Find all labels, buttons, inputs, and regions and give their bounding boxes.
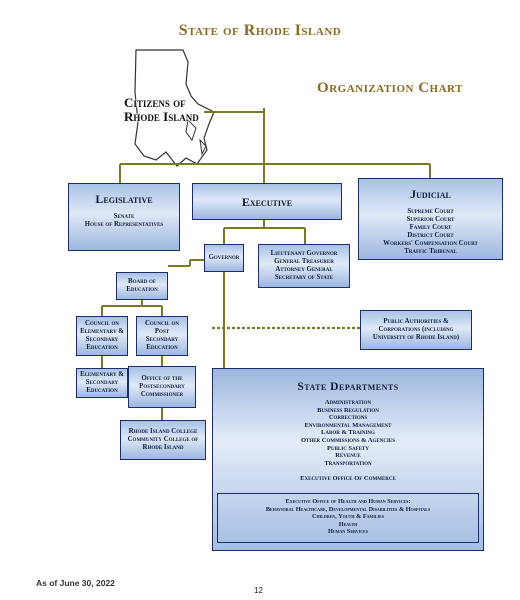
citizens-line-1: Citizens of bbox=[124, 95, 186, 110]
elementary-secondary-education-box: Elementary & Secondary Education bbox=[76, 368, 128, 398]
eohhs-item: Children, Youth & Families bbox=[311, 513, 385, 521]
legislative-heading: Legislative bbox=[95, 192, 153, 206]
executive-heading: Executive bbox=[241, 195, 293, 209]
department-item: Revenue bbox=[335, 452, 361, 460]
legislative-item: House of Representatives bbox=[84, 221, 164, 228]
eohhs-box: Executive Office of Health and Human Ser… bbox=[217, 493, 479, 543]
public-authorities-box: Public Authorities & Corporations (inclu… bbox=[360, 310, 472, 350]
council-elementary-label: Council on Elementary & Secondary Educat… bbox=[80, 320, 124, 351]
legislative-item: Senate bbox=[113, 213, 135, 220]
eohhs-item: Executive Office of Health and Human Ser… bbox=[285, 498, 411, 505]
citizens-line-2: Rhode Island bbox=[124, 109, 199, 124]
council-postsecondary-box: Council on Post Secondary Education bbox=[136, 316, 188, 356]
elementary-secondary-education-label: Elementary & Secondary Education bbox=[80, 371, 124, 394]
state-departments-box: State Departments Administration Busines… bbox=[212, 368, 484, 551]
eohhs-item: Health bbox=[338, 520, 358, 528]
as-of-date: As of June 30, 2022 bbox=[36, 578, 115, 588]
eohhs-item: Behavioral Healthcare, Developmental Dis… bbox=[265, 505, 431, 513]
department-item: Other Commissions & Agencies bbox=[300, 436, 396, 444]
governor-box: Governor bbox=[204, 244, 244, 272]
colleges-label: Rhode Island College Community College o… bbox=[127, 428, 199, 451]
board-of-education-label: Board of Education bbox=[126, 278, 158, 293]
judicial-item: Traffic Tribunal bbox=[404, 248, 457, 255]
legislative-box: Legislative Senate House of Representati… bbox=[68, 183, 180, 251]
postsecondary-commissioner-label: Office of the Postsecondary Commissioner bbox=[139, 375, 185, 398]
judicial-item: Supreme Court bbox=[407, 208, 454, 215]
department-item: Environmental Management bbox=[304, 421, 392, 429]
state-departments-heading: State Departments bbox=[297, 381, 399, 393]
board-of-education-box: Board of Education bbox=[116, 272, 168, 300]
department-item: Business Regulation bbox=[317, 406, 379, 414]
officer-item: Lieutenant Governor bbox=[270, 250, 338, 257]
governor-label: Governor bbox=[208, 254, 240, 261]
officer-item: General Treasurer bbox=[274, 258, 334, 265]
colleges-box: Rhode Island College Community College o… bbox=[120, 420, 206, 460]
page-number: 12 bbox=[254, 586, 263, 595]
officer-item: Secretary of State bbox=[274, 274, 334, 281]
judicial-heading: Judicial bbox=[410, 187, 451, 201]
public-authorities-label: Public Authorities & Corporations (inclu… bbox=[372, 318, 460, 341]
chart-title: State of Rhode Island bbox=[178, 22, 342, 39]
council-elementary-box: Council on Elementary & Secondary Educat… bbox=[76, 316, 128, 356]
department-item: Administration bbox=[324, 399, 372, 406]
department-item: Labor & Training bbox=[321, 429, 375, 437]
citizens-label: Citizens of Rhode Island bbox=[124, 96, 199, 124]
judicial-item: Superior Court bbox=[406, 216, 455, 223]
judicial-item: Family Court bbox=[409, 224, 452, 231]
judicial-item: Workers' Compensation Court bbox=[383, 240, 478, 247]
executive-box: Executive bbox=[192, 183, 342, 220]
council-postsecondary-label: Council on Post Secondary Education bbox=[144, 320, 180, 351]
department-item: Corrections bbox=[328, 414, 368, 422]
officer-item: Attorney General bbox=[275, 266, 333, 273]
chart-subtitle: Organization Chart bbox=[317, 80, 463, 96]
postsecondary-commissioner-box: Office of the Postsecondary Commissioner bbox=[128, 366, 196, 408]
judicial-item: District Court bbox=[407, 232, 454, 239]
eohhs-item: Human Services bbox=[327, 528, 369, 536]
executive-office-of-commerce: Executive Office Of Commerce bbox=[300, 475, 396, 483]
judicial-box: Judicial Supreme Court Superior Court Fa… bbox=[358, 178, 503, 260]
elected-officers-box: Lieutenant Governor General Treasurer At… bbox=[258, 244, 350, 288]
department-item: Public Safety bbox=[327, 444, 369, 452]
department-item: Transportation bbox=[324, 459, 372, 467]
